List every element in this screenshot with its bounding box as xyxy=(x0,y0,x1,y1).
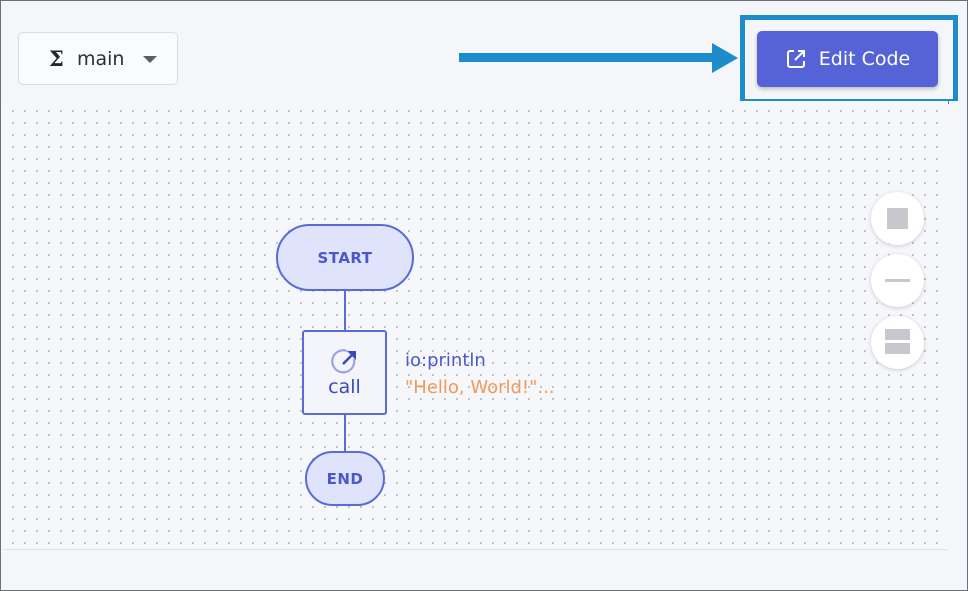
edit-code-label: Edit Code xyxy=(818,48,911,70)
call-arrow-icon xyxy=(331,349,356,374)
connector-call-end xyxy=(344,414,346,452)
right-gutter xyxy=(949,101,967,590)
edit-code-button[interactable]: Edit Code xyxy=(757,31,938,87)
chevron-down-icon xyxy=(143,56,157,63)
bottom-bar xyxy=(1,550,949,590)
annotation-arrow-shaft xyxy=(459,53,714,62)
fit-view-icon xyxy=(887,208,908,229)
function-selector[interactable]: Σ main xyxy=(18,32,178,85)
split-view-icon xyxy=(885,329,910,340)
annotation-arrow-head xyxy=(712,43,738,73)
function-name: main xyxy=(77,48,125,70)
external-link-icon xyxy=(786,50,805,68)
start-node-label: START xyxy=(317,248,373,267)
flow-canvas[interactable] xyxy=(3,101,948,550)
sigma-icon: Σ xyxy=(49,46,64,71)
call-node-label: call xyxy=(328,376,361,398)
fit-view-button[interactable] xyxy=(871,192,924,245)
zoom-out-icon xyxy=(885,279,910,282)
end-node[interactable]: END xyxy=(305,451,385,506)
split-view-button[interactable] xyxy=(871,316,924,369)
connector-start-call xyxy=(344,290,346,331)
call-argument: "Hello, World!"... xyxy=(405,377,555,398)
call-function-name: io:println xyxy=(405,350,486,371)
start-node[interactable]: START xyxy=(276,224,414,291)
end-node-label: END xyxy=(326,469,364,488)
zoom-out-button[interactable] xyxy=(871,254,924,307)
call-node[interactable]: call xyxy=(302,330,387,415)
